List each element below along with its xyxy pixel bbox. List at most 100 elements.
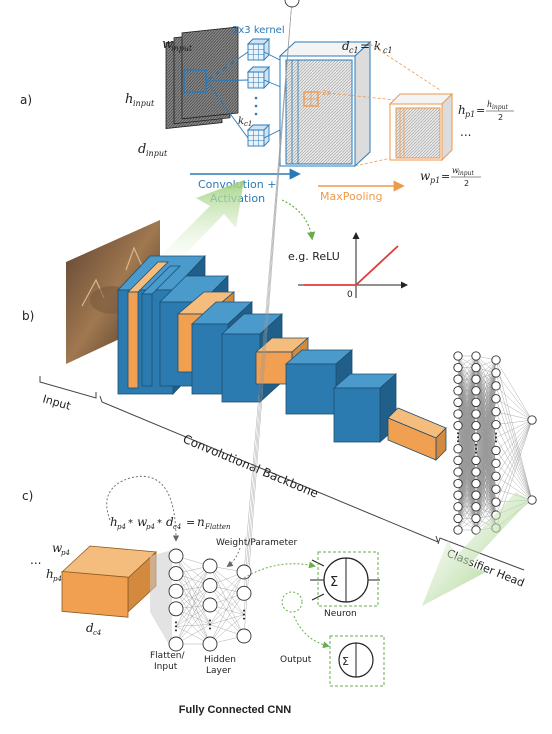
connection-line: [495, 398, 533, 421]
hidden-layer-label-2: Layer: [206, 666, 231, 676]
connection-line: [457, 355, 477, 461]
ellipsis-dot: [175, 629, 177, 632]
w-p4-label: w p4: [52, 541, 70, 557]
connection-line: [243, 0, 293, 573]
svg-text:w: w: [137, 515, 148, 529]
connection-line: [457, 355, 477, 391]
svg-text:input: input: [458, 170, 474, 177]
head-neuron: [453, 478, 463, 489]
head-neuron: [453, 386, 463, 396]
ellipsis-dot: [495, 432, 497, 435]
dc1-equation: d c1 = k c1: [342, 39, 393, 55]
head-neuron: [453, 409, 463, 419]
head-neuron: [491, 484, 501, 494]
connection-line: [495, 419, 533, 438]
head-neuron: [471, 420, 481, 431]
connection-line: [175, 555, 211, 586]
fc-neuron: [236, 628, 252, 644]
ellipsis-dot: [209, 627, 211, 630]
connection-line: [475, 450, 497, 473]
connection-line: [209, 565, 245, 615]
ellipsis-dot: [243, 609, 245, 612]
head-neuron: [491, 381, 501, 391]
svg-text:d: d: [138, 142, 146, 157]
svg-text:=: =: [186, 516, 195, 529]
head-neuron: [453, 444, 463, 454]
svg-text:= k: = k: [360, 39, 381, 53]
connection-line: [457, 355, 477, 473]
head-neuron: [491, 355, 501, 365]
kernel-dots: [254, 96, 258, 116]
classifier-head-network: [453, 351, 537, 535]
connection-line: [209, 585, 245, 637]
connection-line: [495, 419, 533, 451]
connection-line: [457, 367, 477, 531]
pool-projection-lines: [317, 43, 441, 167]
wp1-equation: w p1 = w input 2: [420, 166, 481, 188]
connection-line: [495, 419, 533, 464]
head-neuron: [471, 478, 481, 489]
svg-text:p1: p1: [465, 110, 475, 119]
head-neuron: [491, 419, 501, 430]
svg-text:c1: c1: [383, 46, 393, 55]
connection-line: [495, 424, 533, 501]
backbone-label: Convolutional Backbone: [181, 432, 321, 501]
relu-label: e.g. ReLU: [288, 250, 340, 263]
d-c4-label: d c4: [86, 621, 101, 637]
svg-text:Σ: Σ: [342, 655, 349, 668]
connection-line: [175, 573, 211, 625]
svg-text:h: h: [458, 103, 466, 117]
head-neuron: [471, 409, 481, 419]
head-neuron: [471, 525, 481, 535]
panel-b-label: b): [22, 309, 34, 323]
connection-line: [175, 565, 211, 645]
fc-neuron: [284, 0, 300, 8]
head-neuron: [453, 455, 463, 466]
ellipsis-dot: [175, 621, 177, 624]
neuron-detail-2: Σ: [329, 635, 385, 687]
head-neuron: [471, 397, 481, 408]
hp1-equation: h p1 = h input 2: [458, 100, 514, 122]
connection-line: [475, 359, 497, 461]
fc-network: [168, 0, 303, 652]
head-neuron: [453, 513, 463, 524]
connection-line: [209, 565, 245, 637]
conv-feature-map: [278, 40, 372, 168]
fc-neuron: [168, 566, 184, 582]
connection-line: [475, 413, 497, 438]
relu-link-arrow: [281, 199, 316, 241]
svg-text:c1: c1: [349, 46, 359, 55]
head-neuron: [453, 351, 463, 361]
svg-text:n: n: [197, 515, 205, 529]
svg-text:input: input: [492, 104, 508, 111]
ellipsis-dot: [457, 440, 459, 443]
svg-text:d: d: [342, 39, 350, 53]
connection-line: [495, 476, 533, 501]
head-neuron: [471, 502, 481, 512]
connection-line: [175, 573, 211, 645]
connection-line: [495, 359, 533, 421]
svg-text:h: h: [125, 92, 133, 107]
connection-line: [475, 502, 497, 531]
neuron-label: Neuron: [324, 609, 357, 619]
connection-line: [209, 571, 245, 645]
ellipsis-dot: [475, 443, 477, 446]
svg-text:input: input: [146, 149, 168, 158]
connection-line: [475, 359, 497, 391]
head-neuron: [453, 467, 463, 477]
output-highlight-ring: [281, 591, 303, 613]
connection-line: [475, 359, 497, 403]
fc-neuron: [202, 597, 218, 613]
head-neuron: [471, 374, 481, 384]
connection-line: [209, 593, 245, 625]
connection-line: [243, 0, 293, 637]
connection-line: [475, 463, 497, 496]
connection-line: [475, 489, 497, 531]
head-neuron: [471, 490, 481, 500]
ellipsis-dot: [209, 623, 211, 626]
svg-text:2: 2: [464, 179, 469, 188]
connection-line: [175, 591, 211, 625]
connection-line: [209, 614, 245, 625]
fc-neuron: [168, 548, 184, 564]
